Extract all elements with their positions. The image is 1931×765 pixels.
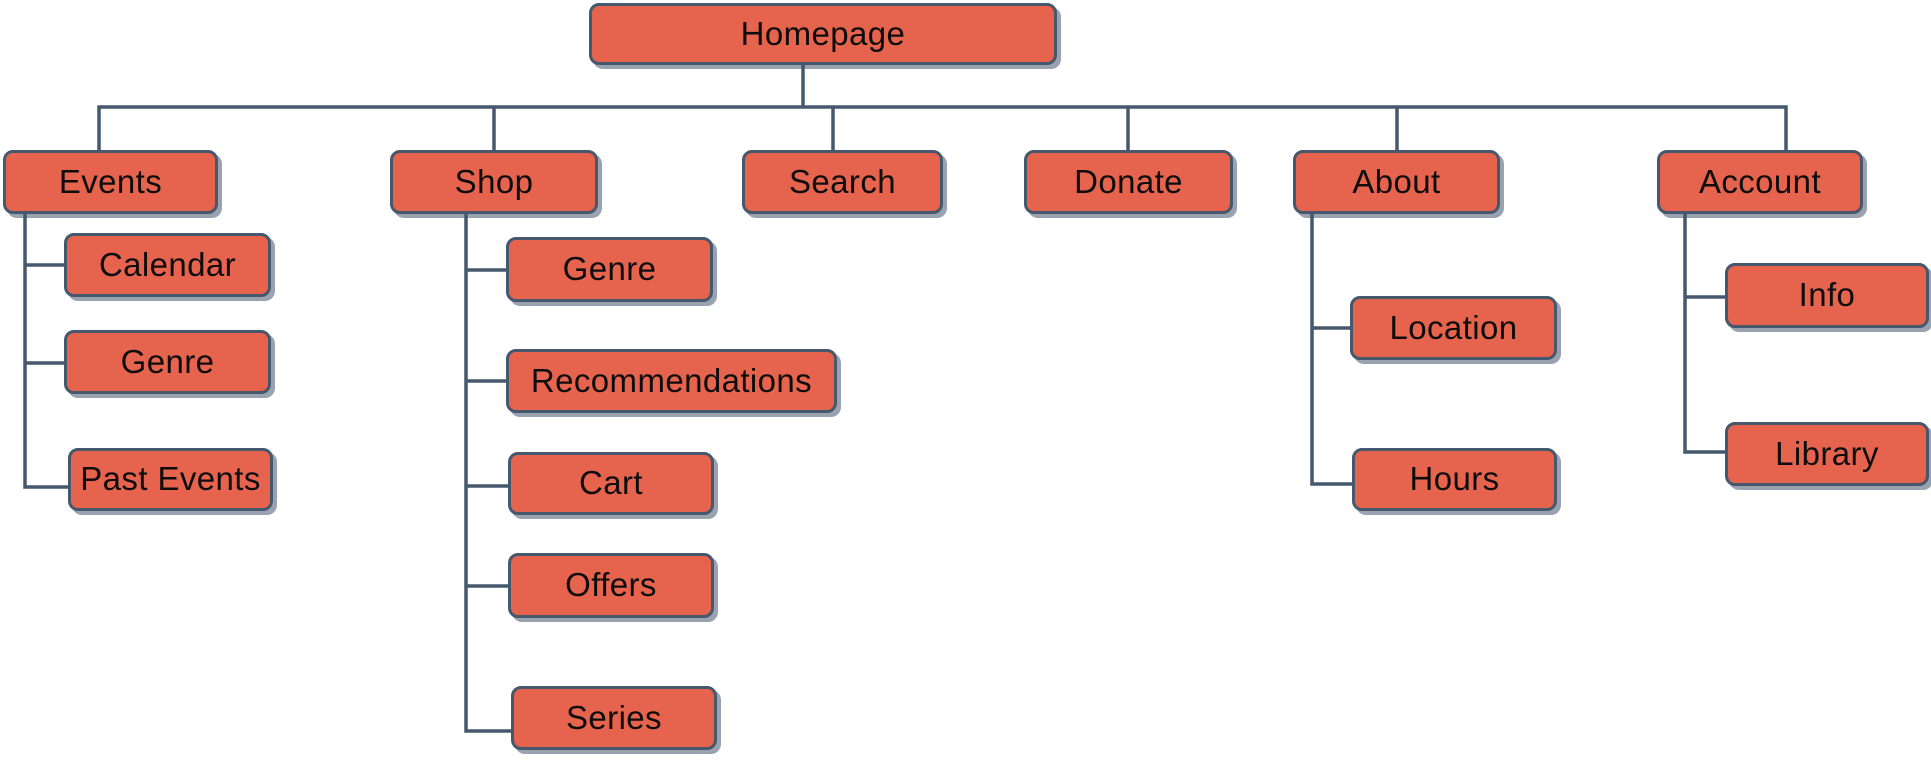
node-shop-genre: Genre — [506, 237, 713, 302]
connector-level1-bus — [97, 105, 1788, 150]
node-donate-label: Donate — [1074, 162, 1183, 200]
node-shop-label: Shop — [454, 162, 534, 200]
node-shop-recommendations-label: Recommendations — [530, 361, 813, 399]
node-homepage: Homepage — [589, 3, 1057, 65]
node-about-location-label: Location — [1389, 308, 1518, 346]
node-events-genre: Genre — [64, 330, 271, 394]
node-account-label: Account — [1698, 162, 1822, 200]
node-events-label: Events — [58, 162, 163, 200]
node-events-genre-label: Genre — [120, 342, 215, 380]
node-about-label: About — [1352, 162, 1441, 200]
node-shop-genre-label: Genre — [562, 250, 657, 287]
connector-events-column — [23, 214, 68, 489]
node-events-past-events-label: Past Events — [80, 460, 261, 497]
node-donate: Donate — [1024, 150, 1233, 214]
node-account: Account — [1657, 150, 1863, 214]
node-events: Events — [3, 150, 218, 214]
node-events-calendar: Calendar — [64, 233, 271, 297]
node-homepage-label: Homepage — [740, 14, 906, 52]
node-account-library: Library — [1725, 422, 1929, 486]
connector-about-column — [1310, 213, 1352, 486]
node-account-info: Info — [1725, 263, 1929, 328]
node-events-calendar-label: Calendar — [98, 245, 237, 283]
node-shop-cart-label: Cart — [579, 464, 643, 501]
node-shop: Shop — [390, 150, 598, 214]
connector-shop-column — [464, 214, 511, 733]
node-shop-offers: Offers — [508, 553, 714, 618]
node-shop-series: Series — [511, 686, 717, 750]
node-search-label: Search — [789, 162, 896, 200]
node-about: About — [1293, 150, 1500, 214]
node-about-hours: Hours — [1352, 448, 1557, 511]
node-shop-offers-label: Offers — [565, 566, 657, 603]
node-about-hours-label: Hours — [1409, 460, 1500, 497]
node-events-past-events: Past Events — [68, 448, 273, 511]
node-account-library-label: Library — [1775, 434, 1879, 472]
node-account-info-label: Info — [1798, 276, 1856, 313]
node-search: Search — [742, 150, 943, 214]
node-shop-cart: Cart — [508, 452, 714, 515]
connector-account-column — [1683, 214, 1725, 454]
node-shop-series-label: Series — [566, 698, 662, 736]
node-about-location: Location — [1350, 296, 1557, 360]
node-shop-recommendations: Recommendations — [506, 349, 837, 413]
